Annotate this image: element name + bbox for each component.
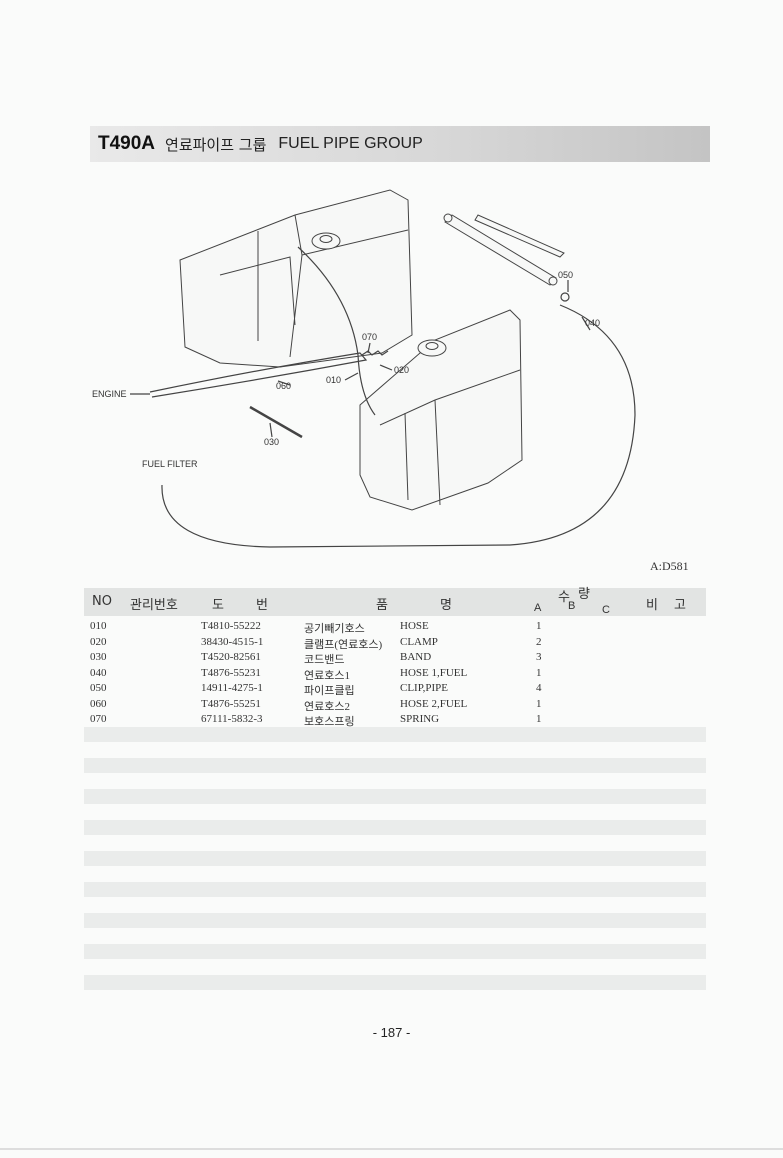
table-band	[84, 851, 706, 866]
label-040: 040	[585, 318, 600, 328]
row-no: 020	[90, 635, 107, 648]
section-header: T490A 연료파이프 그룹 FUEL PIPE GROUP	[90, 126, 710, 162]
table-band	[84, 789, 706, 804]
header-qty-2: 량	[578, 587, 590, 602]
row-no: 010	[90, 620, 107, 632]
row-name-ko: 클램프(연료호스)	[304, 638, 383, 651]
row-qty-a: 2	[536, 635, 542, 648]
hose-040	[161, 304, 636, 548]
figure-reference: A:D581	[650, 559, 689, 573]
header-remark-2: 고	[674, 598, 686, 613]
left-tank	[179, 189, 413, 368]
spring-070	[361, 350, 389, 356]
hose-010	[297, 246, 376, 416]
row-name-ko: 보호스프링	[304, 716, 355, 728]
header-name-1: 품	[376, 598, 388, 613]
row-name-ko: 공기빼기호스	[304, 623, 365, 635]
row-no: 070	[90, 713, 107, 725]
label-030: 030	[264, 437, 279, 447]
table-band	[84, 882, 706, 897]
row-qty-a: 3	[536, 651, 542, 663]
header-qty-c: C	[602, 604, 610, 616]
header-part-no-1: 도	[212, 598, 224, 613]
row-name-en: HOSE 1,FUEL	[400, 666, 468, 679]
row-qty-a: 1	[536, 713, 542, 725]
row-no: 050	[90, 682, 107, 694]
row-qty-a: 1	[536, 697, 542, 710]
english-title: FUEL PIPE GROUP	[278, 135, 423, 152]
page-number: - 187 -	[372, 1025, 411, 1040]
row-name-en: SPRING	[400, 713, 440, 725]
group-code: T490A	[98, 133, 156, 154]
table-row: 020 38430-4515-1 클램프(연료호스) CLAMP 2	[84, 635, 706, 651]
header-qty-b: B	[568, 600, 576, 612]
page-edge	[0, 1148, 783, 1150]
row-part-no: 67111-5832-3	[201, 713, 263, 725]
fuel-pipe-diagram: 050 040 070 020 010 060 030 ENGINE FUEL …	[92, 189, 636, 548]
label-020: 020	[394, 365, 409, 375]
table-row: 050 14911-4275-1 파이프클립 CLIP,PIPE 4	[84, 681, 706, 697]
header-qty-a: A	[534, 602, 542, 614]
row-part-no: 38430-4515-1	[201, 635, 264, 648]
table-row: 010 T4810-55222 공기빼기호스 HOSE 1	[84, 619, 706, 635]
label-010: 010	[326, 375, 341, 385]
header-remark-1: 비	[646, 598, 658, 613]
row-qty-a: 1	[536, 666, 542, 679]
row-name-en: CLIP,PIPE	[400, 682, 448, 694]
header-part-no-2: 번	[256, 598, 268, 613]
row-no: 060	[90, 697, 107, 710]
table-band	[84, 727, 706, 742]
table-band	[84, 758, 706, 773]
table-band	[84, 820, 706, 835]
table-row: 030 T4520-82561 코드밴드 BAND 3	[84, 650, 706, 666]
row-name-en: HOSE 2,FUEL	[400, 697, 468, 710]
row-part-no: 14911-4275-1	[201, 682, 263, 694]
row-name-en: HOSE	[400, 620, 429, 632]
row-part-no: T4876-55231	[201, 666, 261, 679]
row-no: 030	[90, 651, 107, 663]
table-row: 070 67111-5832-3 보호스프링 SPRING 1	[84, 712, 706, 728]
label-fuel-filter: FUEL FILTER	[142, 459, 198, 469]
row-part-no: T4520-82561	[201, 651, 261, 663]
row-qty-a: 4	[536, 682, 542, 694]
korean-title: 연료파이프 그룹	[165, 135, 267, 154]
row-name-en: BAND	[400, 651, 432, 663]
header-qty-1: 수	[558, 590, 570, 605]
row-name-ko: 연료호스2	[304, 700, 350, 713]
row-name-en: CLAMP	[400, 635, 438, 648]
table-row: 060 T4876-55251 연료호스2 HOSE 2,FUEL 1	[84, 697, 706, 713]
right-tank	[359, 309, 523, 511]
row-name-ko: 코드밴드	[304, 654, 345, 666]
label-engine: ENGINE	[92, 389, 127, 399]
header-mgmt-no: 관리번호	[130, 598, 178, 613]
table-band	[84, 975, 706, 990]
row-no: 040	[90, 666, 107, 679]
table-band	[84, 913, 706, 928]
clip-050	[560, 292, 570, 302]
table-row: 040 T4876-55231 연료호스1 HOSE 1,FUEL 1	[84, 666, 706, 682]
row-name-ko: 연료호스1	[304, 669, 350, 682]
table-band	[84, 944, 706, 959]
header-name-2: 명	[440, 598, 452, 613]
parts-table-header: NO 관리번호 도 번 품 명 수 량 A B C 비 고	[84, 587, 706, 616]
band-030	[249, 405, 303, 439]
row-qty-a: 1	[536, 620, 542, 632]
row-part-no: T4876-55251	[201, 697, 261, 710]
header-no: NO	[92, 594, 112, 609]
hose-060	[149, 352, 368, 398]
row-part-no: T4810-55222	[201, 620, 261, 632]
row-name-ko: 파이프클립	[304, 685, 355, 697]
label-070: 070	[362, 332, 377, 342]
label-050: 050	[558, 270, 573, 280]
label-060: 060	[276, 381, 291, 391]
